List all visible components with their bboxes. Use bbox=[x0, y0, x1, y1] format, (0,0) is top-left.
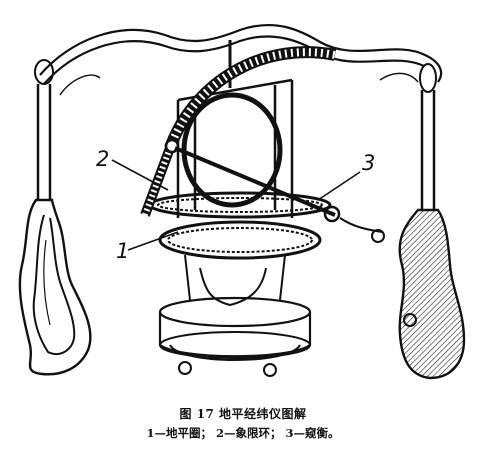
callout-label-1: 1 bbox=[116, 239, 129, 263]
left-pillar bbox=[18, 59, 92, 376]
right-pillar bbox=[398, 63, 466, 380]
figure-caption-legend: 1—地平圈； 2—象限环； 3—窥衡。 bbox=[146, 426, 340, 440]
callout-leaders bbox=[111, 159, 361, 251]
callout-label-3: 3 bbox=[362, 151, 375, 175]
quadrant-ring bbox=[140, 46, 337, 217]
sighting-rod bbox=[174, 146, 385, 243]
callout-label-2: 2 bbox=[96, 147, 109, 171]
base-pedestal bbox=[158, 254, 312, 377]
figure-caption-title: 图 17 地平经纬仪图解 bbox=[179, 407, 307, 421]
dragon-arch bbox=[39, 23, 443, 96]
meridian-ring bbox=[181, 92, 283, 208]
